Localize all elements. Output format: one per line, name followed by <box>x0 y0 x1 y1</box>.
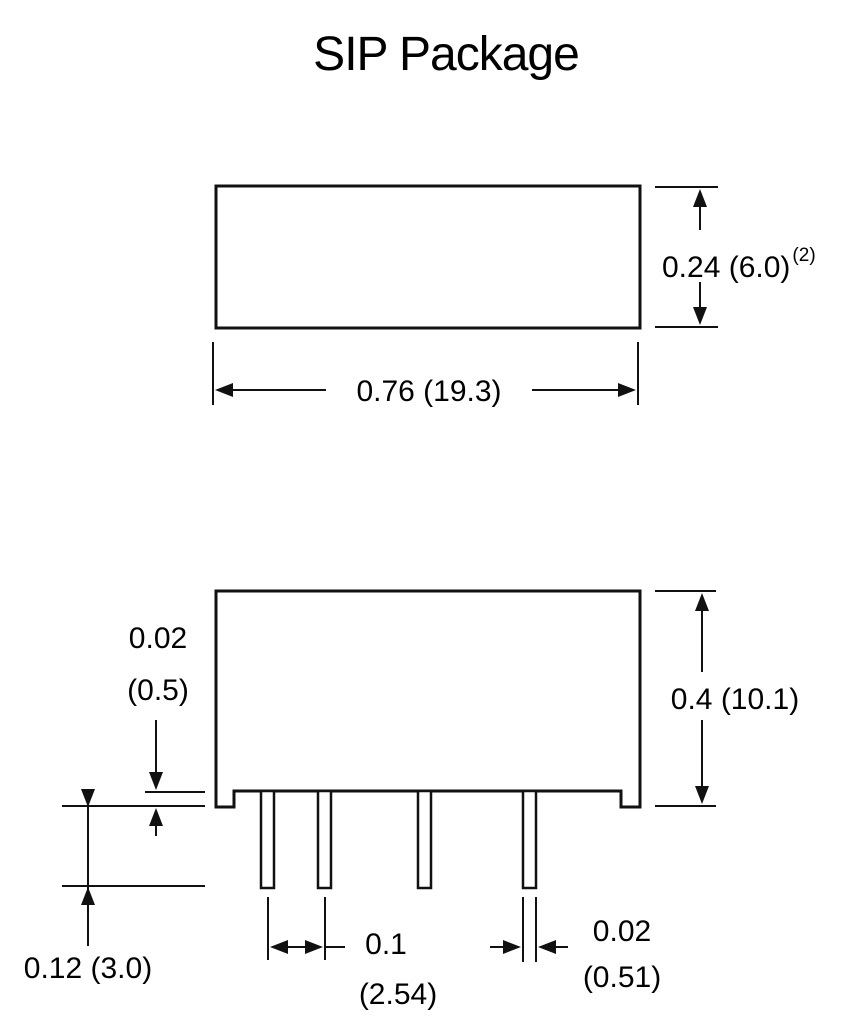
pin-width-dimension: 0.02 (0.51) <box>490 897 661 994</box>
arrow-right-icon <box>503 940 521 954</box>
top-height-value: 0.24 (6.0) <box>662 251 790 284</box>
pin <box>316 789 333 890</box>
pin <box>416 789 433 890</box>
pin-width-label-line1: 0.02 <box>593 915 651 948</box>
pitch-label-line1: 0.1 <box>365 928 407 961</box>
pitch-label-line2: (2.54) <box>359 978 437 1011</box>
side-view-body <box>214 589 642 809</box>
arrow-up-icon <box>81 887 95 905</box>
top-height-label: 0.24 (6.0)(2) <box>662 245 816 284</box>
arrow-left-icon <box>270 940 288 954</box>
top-width-dimension: 0.76 (19.3) <box>212 342 639 408</box>
arrow-up-icon <box>693 189 707 207</box>
standoff-label-line1: 0.02 <box>129 622 187 655</box>
arrow-down-icon <box>693 307 707 325</box>
side-view: 0.4 (10.1) 0.02 (0.5) 0.12 (3.0) <box>24 589 799 1011</box>
arrow-right-icon <box>618 383 636 397</box>
arrow-right-icon <box>305 940 323 954</box>
side-height-label: 0.4 (10.1) <box>671 683 799 716</box>
pin-length-label: 0.12 (3.0) <box>24 952 152 985</box>
top-view-body <box>214 184 642 330</box>
standoff-label-line2: (0.5) <box>127 674 189 707</box>
arrow-left-icon <box>215 383 233 397</box>
arrow-down-icon <box>149 772 163 790</box>
top-height-note: (2) <box>792 245 815 266</box>
arrow-up-icon <box>695 593 709 611</box>
top-height-dimension: 0.24 (6.0)(2) <box>655 186 816 328</box>
arrow-left-icon <box>538 940 556 954</box>
arrow-down-icon <box>81 789 95 807</box>
drawing-title: SIP Package <box>313 28 579 81</box>
arrow-up-icon <box>149 808 163 826</box>
pin <box>259 789 276 890</box>
top-width-label: 0.76 (19.3) <box>356 375 501 408</box>
top-view: 0.24 (6.0)(2) 0.76 (19.3) <box>212 184 816 408</box>
arrow-down-icon <box>695 786 709 804</box>
pin <box>521 789 538 890</box>
pin-length-dimension: 0.12 (3.0) <box>24 789 205 985</box>
standoff-dimension: 0.02 (0.5) <box>62 622 205 836</box>
pitch-dimension: 0.1 (2.54) <box>267 897 437 1011</box>
side-height-dimension: 0.4 (10.1) <box>655 590 799 807</box>
pin-width-label-line2: (0.51) <box>583 961 661 994</box>
